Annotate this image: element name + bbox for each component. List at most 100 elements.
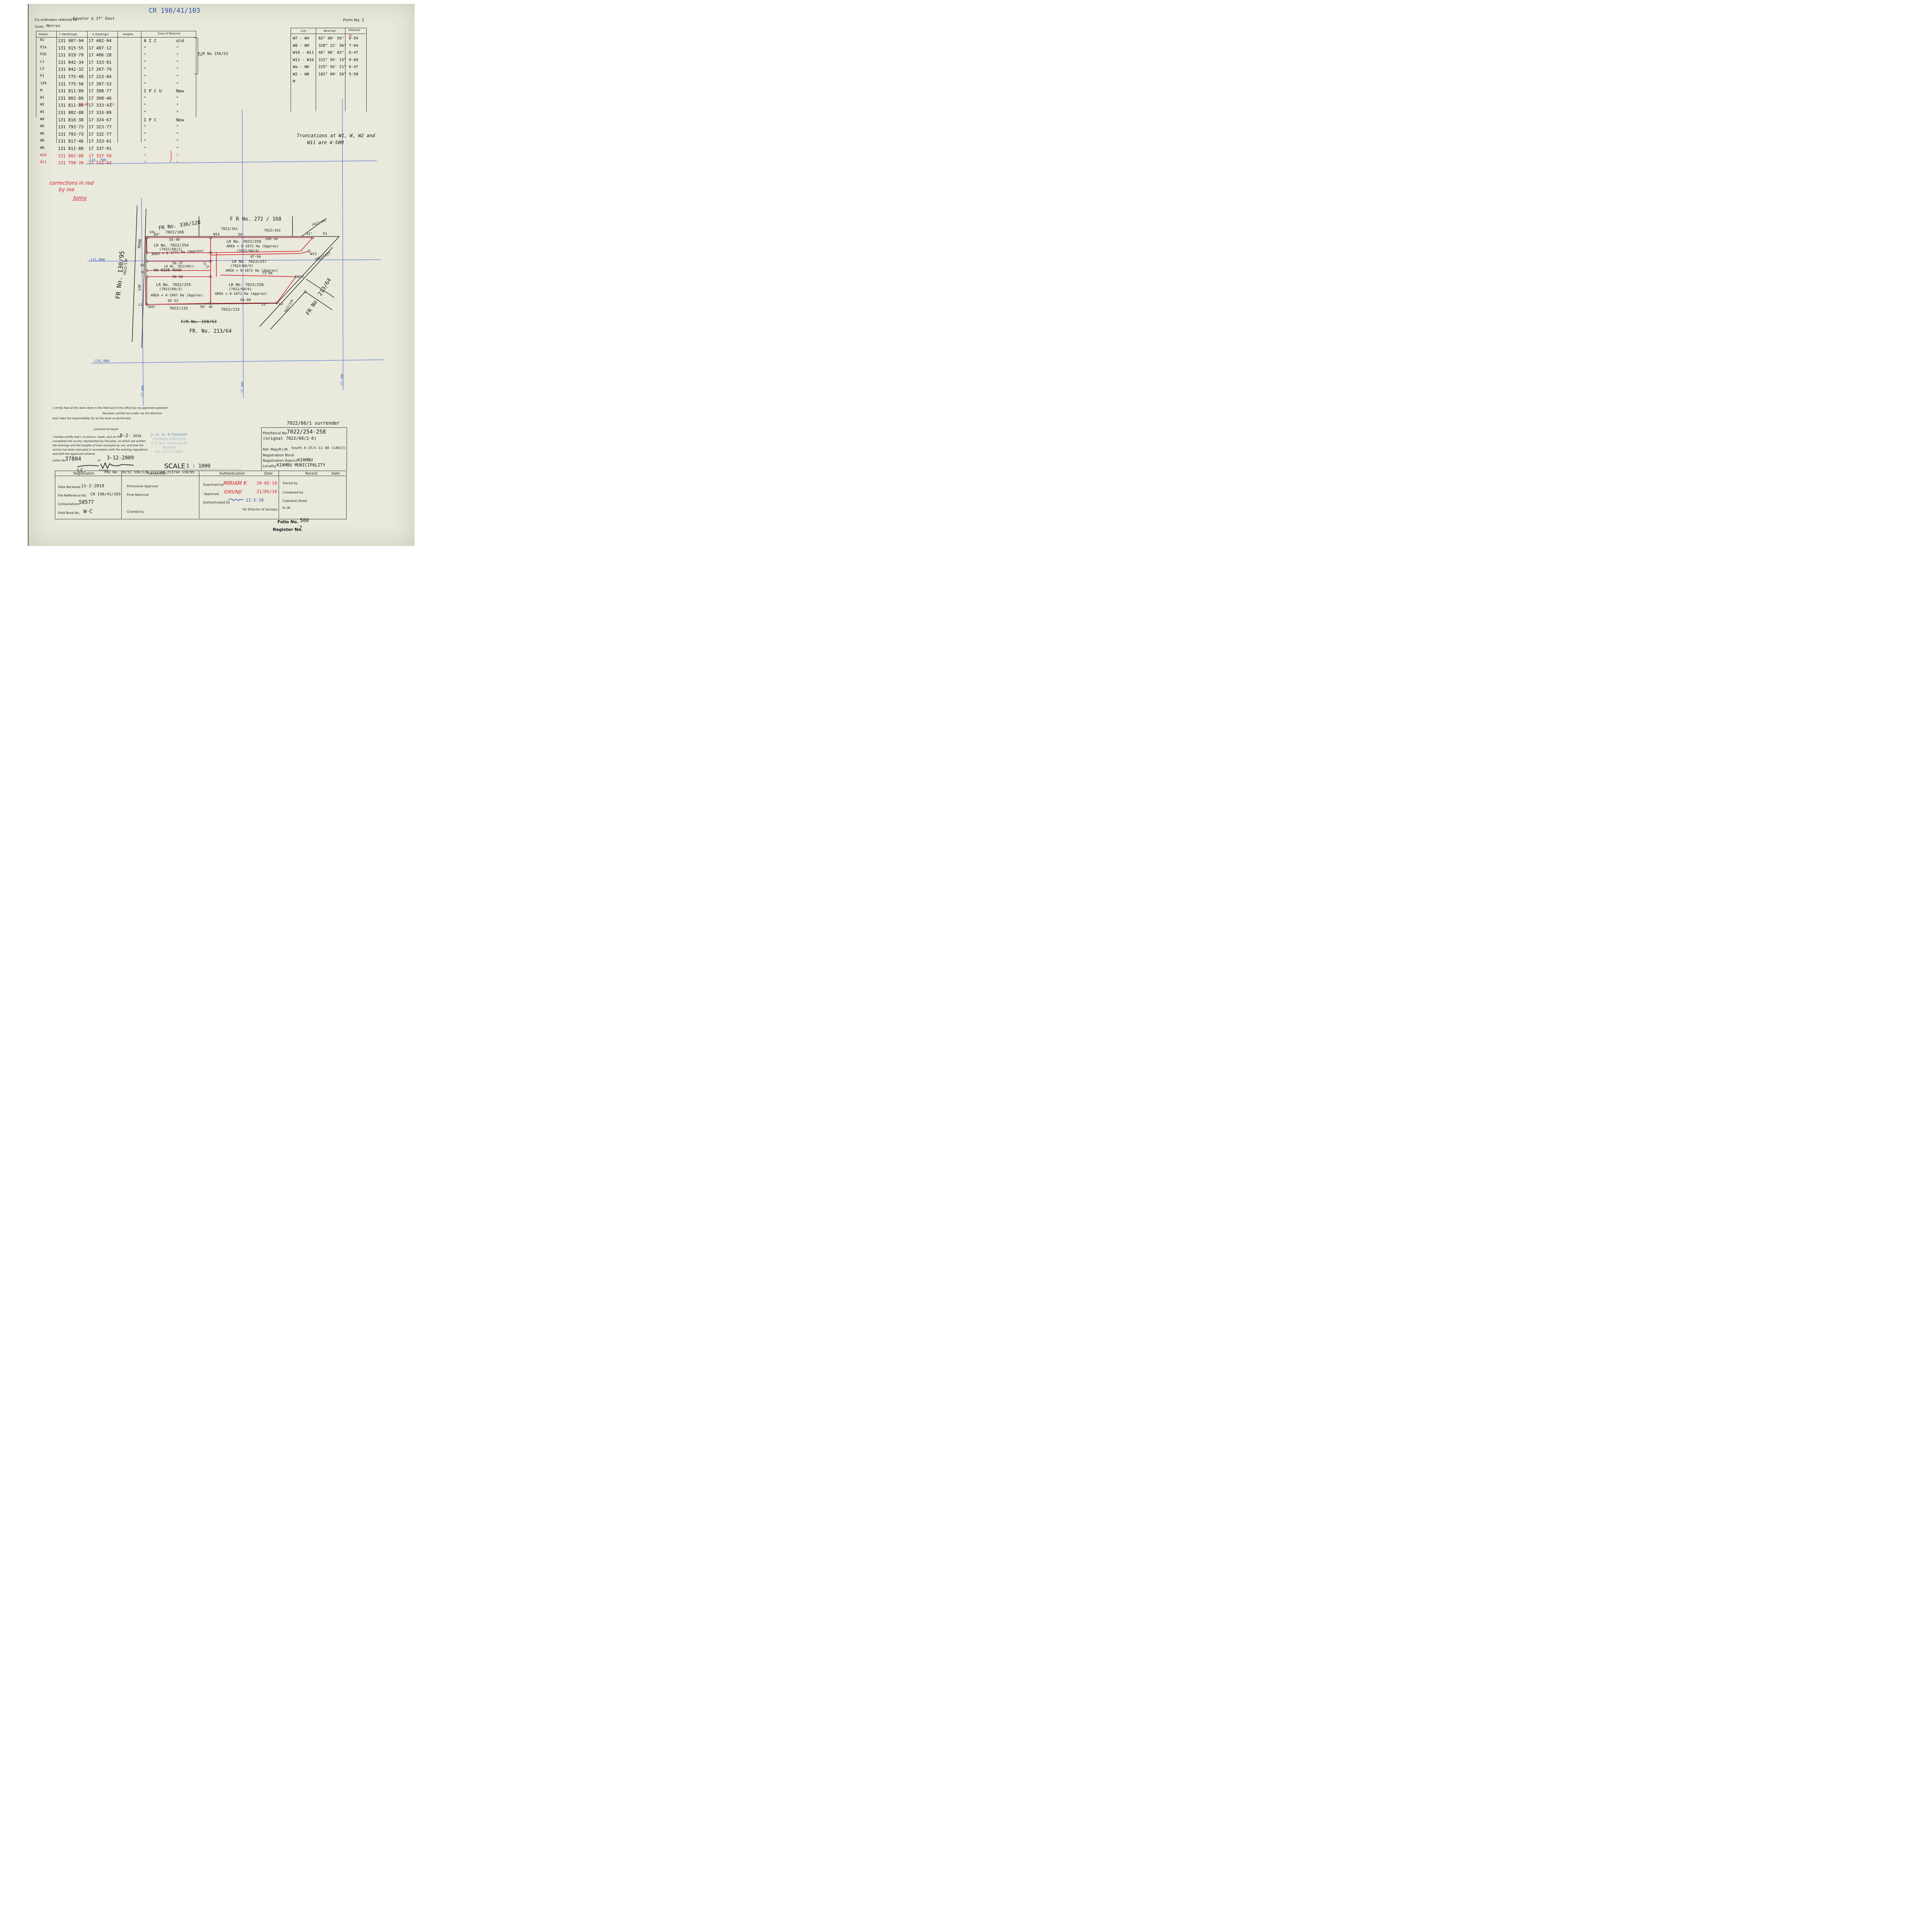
register-number: 7 xyxy=(299,526,302,531)
wide-road: 9m WIDE ROAD xyxy=(154,268,182,272)
coordinates-value: Equator & 37° East xyxy=(73,17,115,21)
bearing-33a: 33" xyxy=(306,232,313,236)
stamp-tel: TEL: 0722-270087 xyxy=(155,450,184,454)
northing-cell: 131 802·89 xyxy=(58,95,84,101)
units-value: Metres xyxy=(46,24,61,28)
field-book-label: Field Book No. xyxy=(58,511,80,515)
northing-cell: 131 816·38 xyxy=(58,117,84,122)
beacon-note-cell: " xyxy=(176,81,179,87)
distance-cell: 0·54 xyxy=(349,36,359,41)
date-header-2: Date xyxy=(332,472,340,476)
date-header: Date xyxy=(264,472,273,476)
northing-cell: 131 793·73 xyxy=(58,131,84,137)
station-cell: W10 xyxy=(40,153,47,157)
station-cell: W11 xyxy=(40,160,47,165)
licensed-surveyor: Licensed Surveyor xyxy=(94,428,119,431)
dist-8794: 87·94 xyxy=(250,255,261,259)
bearing-89: 89° xyxy=(154,233,160,237)
beacons xyxy=(145,236,314,306)
transaction-header: Transaction xyxy=(147,472,167,476)
beacon-class-cell: " xyxy=(144,67,146,72)
plot-label: Plot/Parcel No. xyxy=(263,432,288,435)
col-divider xyxy=(117,31,118,143)
district-value: KIAMBU xyxy=(298,457,313,463)
scale-value: 1 : 1000 xyxy=(186,463,211,469)
beacon-note-cell: " xyxy=(176,153,179,158)
col-bearings: Bearings xyxy=(324,29,336,32)
traced-by: Traced by xyxy=(282,481,298,485)
bearing-cell: 02° 00' 56" xyxy=(318,36,344,41)
stamp-box: P. O. BOX 20295-00200 xyxy=(151,442,187,445)
bearing-cell: 328° 22' 56" xyxy=(318,43,347,48)
easting-cell: 17 333·81 xyxy=(88,60,112,65)
beacon-class-cell: " xyxy=(144,160,146,166)
file-ref: CR 198/41/103 xyxy=(90,492,121,497)
survey-plan xyxy=(85,98,385,406)
station-cell: L1 xyxy=(40,60,44,64)
authenticated-date: 11-5-10 xyxy=(246,498,264,503)
col-eastings: - X (Eastings) xyxy=(90,33,109,36)
col-class-of-beacons: Class of Beacons xyxy=(158,32,181,35)
distance-cell: 6·47 xyxy=(349,65,359,69)
lr-257-orig: (7022/60/5) xyxy=(230,264,253,268)
northing-cell: 131 817·46 xyxy=(58,139,84,144)
cert-line-1: I certify that all the work done in the … xyxy=(53,406,168,410)
coordinate-grid xyxy=(85,98,385,406)
beacon-class-cell: " xyxy=(144,74,146,79)
dist-6540: 65·40 xyxy=(169,238,180,242)
computations-label: Computations xyxy=(58,502,80,506)
northing-cell: 131 842·34 xyxy=(58,60,84,65)
line-cell: W10 - W11 xyxy=(293,51,314,55)
parcel-7022-161: 7022/161 xyxy=(221,227,238,231)
station-w12: W12 xyxy=(298,275,304,279)
lr-256: LR No. 7022/256 xyxy=(226,240,262,244)
cert2-line-5: and with the approved scheme. xyxy=(53,452,96,456)
lines-table-frame xyxy=(291,28,367,112)
file-ref-top: CR 198/41/103 xyxy=(149,7,201,15)
plot-value: 7022/254-258 xyxy=(287,429,326,435)
lr-258-orig: (7022/60/6) xyxy=(229,287,252,291)
record-header: Record xyxy=(305,472,318,476)
easting-cell: 17 337·58 xyxy=(88,153,112,158)
parcel-7022-132: 7022/132 xyxy=(169,306,188,311)
station-cell: W3 xyxy=(40,110,44,114)
beacon-note-cell: " xyxy=(176,110,179,115)
truncations-note-1: Truncations at W1, W, W2 and xyxy=(297,133,375,138)
parcel-outlines xyxy=(146,237,313,305)
approved-label: Approved xyxy=(204,492,219,496)
road-label: ROAD xyxy=(137,239,143,248)
northing-cell: 131 811·88 xyxy=(58,146,84,151)
provisional-approval: Provisional Approval xyxy=(127,485,158,488)
register-label: Register No. xyxy=(273,527,303,532)
dist-10830: 108·30 xyxy=(265,237,278,241)
easting-cell: 17 332·93 xyxy=(88,160,112,166)
beacon-note-cell: " xyxy=(176,146,179,151)
cert-line-3: and I take full responsibility for all t… xyxy=(53,417,131,420)
lr-257: LR No. 7022/257 xyxy=(232,260,267,264)
lr-256-area: AREA = 0·1872 Ha (Approx) xyxy=(226,245,279,248)
station-cell: W8 xyxy=(40,139,44,143)
grid-label-e400: -17,400 xyxy=(140,385,145,399)
easting-cell: 17 333·41 xyxy=(88,103,112,108)
beacon-class-cell: I P C U xyxy=(144,88,162,94)
col-distance: Distance xyxy=(349,29,361,32)
fr-158-53-struck: F/R No. 158/53 xyxy=(181,319,217,324)
station-cell: P2b xyxy=(40,53,47,57)
line-cell: Wa - W6 xyxy=(293,65,310,69)
station-cell: 149 xyxy=(40,81,47,85)
easting-cell: 17 223·84 xyxy=(88,74,112,79)
station-cell: W5 xyxy=(40,124,44,129)
lr-257-area: AREA = 0·1872 Ha (Approx) xyxy=(226,269,278,273)
beacon-note-cell: " xyxy=(176,139,179,144)
cert2-line-3: the bearings and the lengths of lines su… xyxy=(53,444,144,447)
road-width: 12M xyxy=(138,284,142,291)
approval-table xyxy=(55,471,347,519)
bearing-33b: 33" xyxy=(261,303,268,307)
line-cell: W xyxy=(293,79,296,83)
beacon-class-cell: " xyxy=(144,60,146,65)
computations: 58577 xyxy=(79,500,94,505)
col-divider xyxy=(121,471,122,519)
fr-213-64-bottom: FR. No. 213/64 xyxy=(189,328,232,334)
col-heights: Heights xyxy=(123,33,133,36)
beacon-note-cell: " xyxy=(176,60,179,65)
